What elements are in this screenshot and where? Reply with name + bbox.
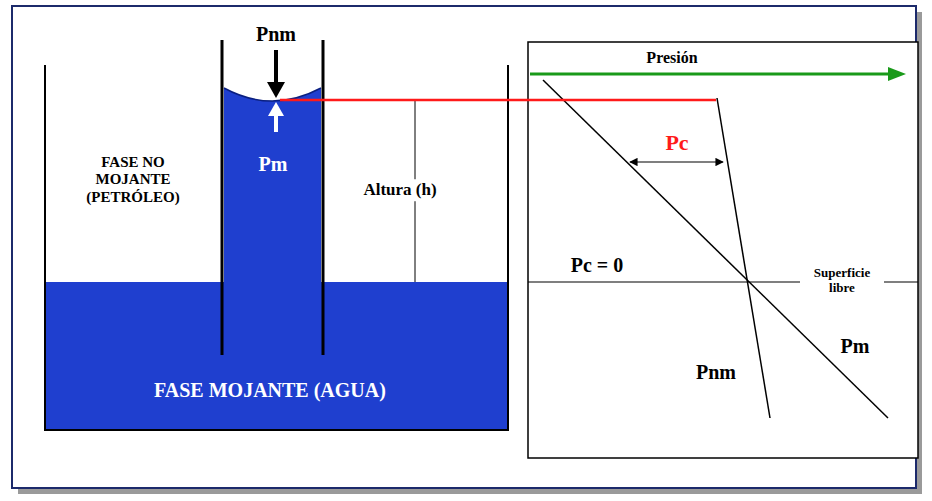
pressure-label: Pnm bbox=[256, 23, 296, 46]
force-arrow bbox=[274, 114, 278, 132]
force-arrow bbox=[274, 50, 278, 84]
pressure-axis bbox=[530, 73, 890, 76]
arrow-head bbox=[268, 102, 284, 116]
line-label: Pnm bbox=[696, 361, 736, 384]
level-line bbox=[280, 99, 716, 102]
pc-arrow bbox=[630, 161, 723, 162]
pc-label: Pc bbox=[665, 130, 688, 155]
arrow-head bbox=[267, 82, 285, 98]
pressure-label: Pm bbox=[259, 153, 288, 176]
vessel-wall bbox=[45, 65, 508, 430]
graph-panel bbox=[528, 42, 918, 458]
pm-line bbox=[543, 80, 888, 418]
height-label: Altura (h) bbox=[360, 179, 439, 201]
line-label: Pm bbox=[841, 335, 870, 358]
axis-label: Presión bbox=[646, 49, 697, 67]
axis-head bbox=[888, 67, 906, 81]
tube-wall bbox=[221, 40, 224, 355]
surface-label: Superficie libre bbox=[800, 265, 884, 297]
phase-label: FASE MOJANTE (AGUA) bbox=[154, 379, 386, 402]
water-pool bbox=[46, 282, 507, 429]
phase-label: FASE NO MOJANTE (PETRÓLEO) bbox=[69, 154, 197, 206]
water-column bbox=[224, 88, 321, 282]
tube-wall bbox=[322, 40, 325, 355]
pc-zero-label: Pc = 0 bbox=[571, 254, 624, 277]
